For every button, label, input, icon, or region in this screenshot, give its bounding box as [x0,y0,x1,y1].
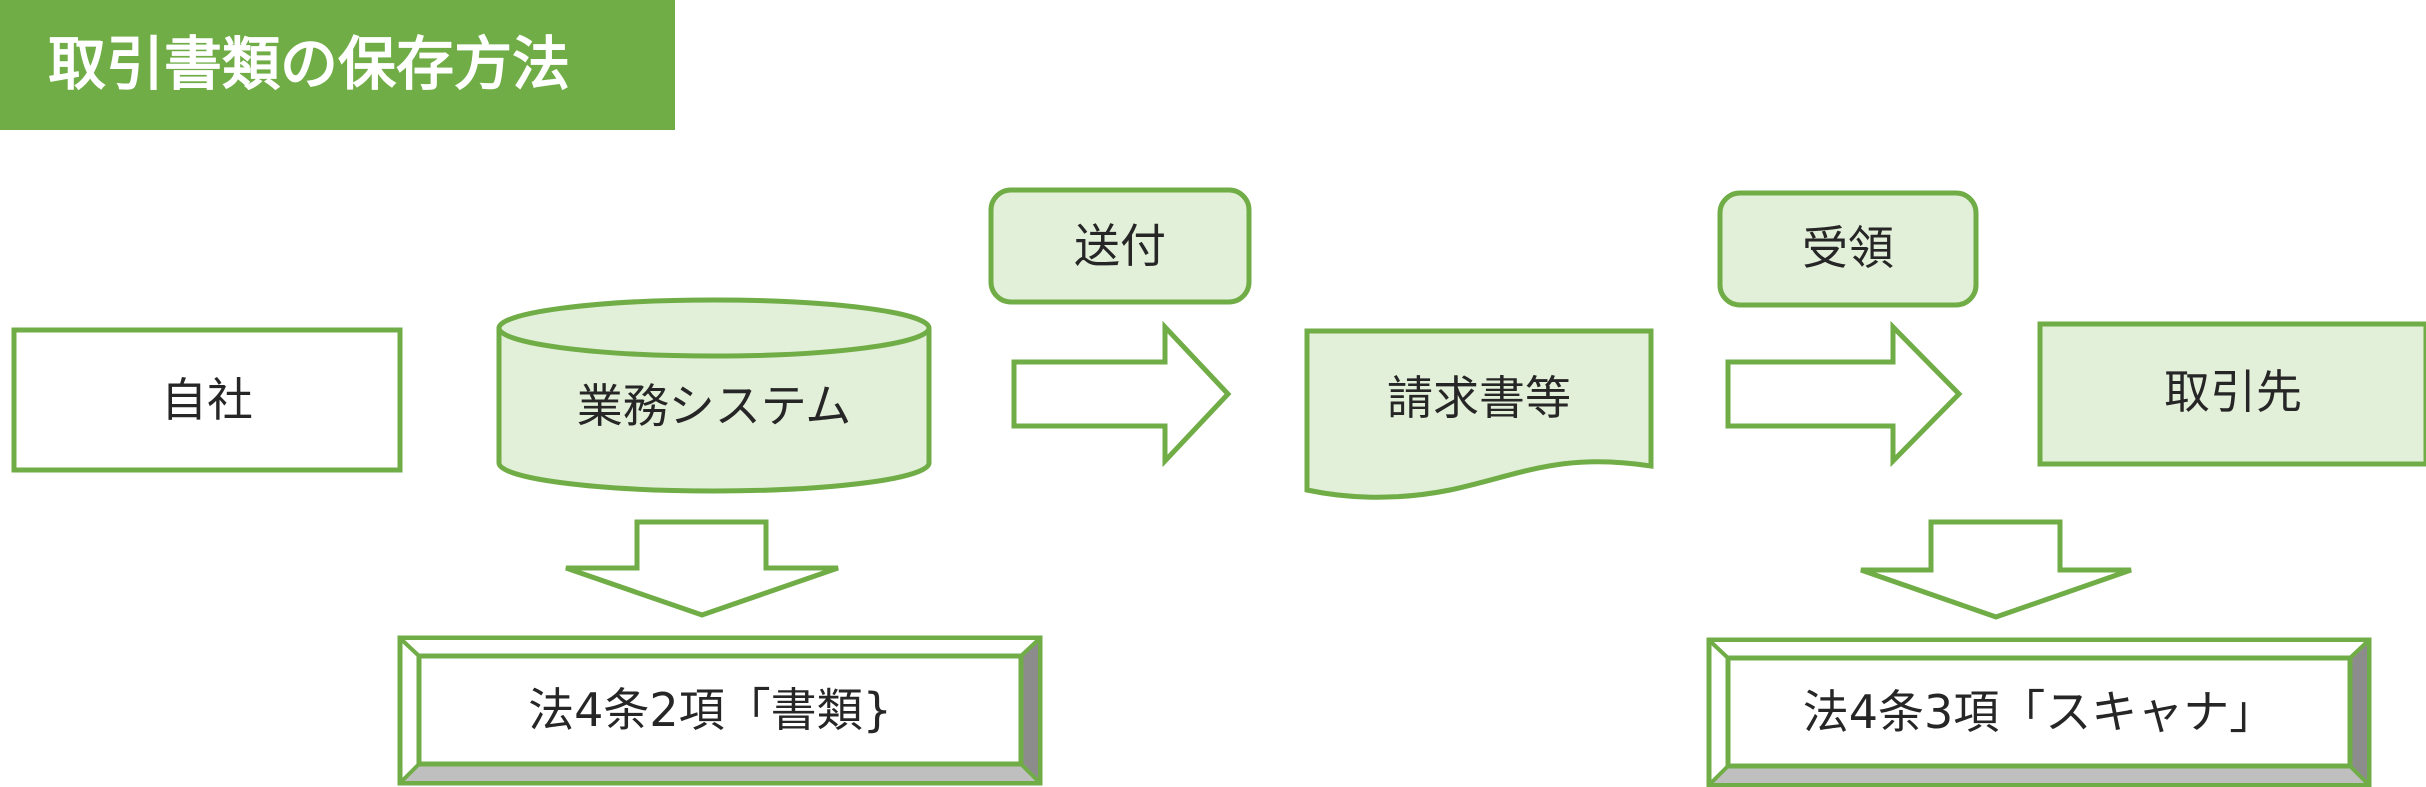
flow-arrow-right-2 [1725,320,1963,468]
invoice-label: 請求書等 [1387,371,1571,425]
invoice-document: 請求書等 [1304,328,1654,500]
own-company-label: 自社 [161,373,253,427]
business-partner-label: 取引先 [2164,365,2302,419]
business-system-database: 業務システム [496,297,932,494]
law-scanner-box: 法4条3項「スキャナ」 [1706,637,2372,787]
flow-arrow-down-left [565,519,839,618]
receive-action-box: 受領 [1717,190,1979,308]
title-banner: 取引書類の保存方法 [0,0,675,130]
own-company-box: 自社 [11,327,403,473]
business-system-label: 業務システム [577,379,852,433]
flow-arrow-down-right [1860,519,2132,620]
send-action-box: 送付 [988,187,1252,305]
title-background [0,0,675,130]
flow-arrow-right-1 [1011,320,1232,468]
send-action-label: 送付 [1074,219,1166,273]
page-title: 取引書類の保存方法 [48,30,570,98]
business-partner-box: 取引先 [2037,321,2426,467]
law-documents-box: 法4条2項「書類} [397,635,1043,786]
law-documents-label: 法4条2項「書類} [528,683,892,737]
law-scanner-label: 法4条3項「スキャナ」 [1803,685,2276,739]
receive-action-label: 受領 [1802,221,1894,275]
